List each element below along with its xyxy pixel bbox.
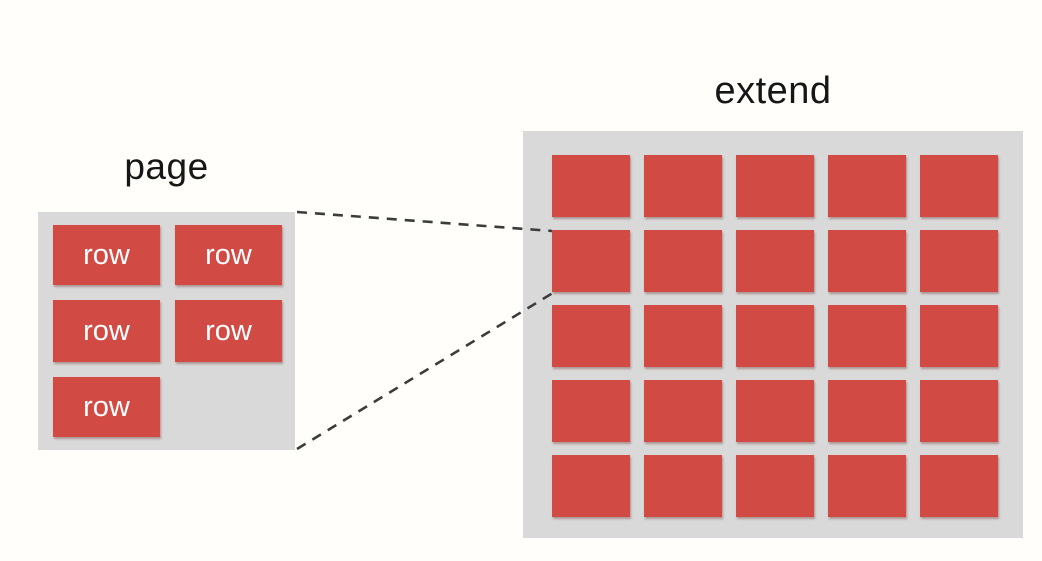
connector-line-top <box>296 210 553 233</box>
connector-line-bottom <box>296 289 557 451</box>
extend-cell <box>736 455 814 517</box>
extend-cell <box>736 155 814 217</box>
extend-cell <box>736 230 814 292</box>
extend-cell <box>828 230 906 292</box>
extend-cell <box>920 230 998 292</box>
extend-cell <box>736 380 814 442</box>
extend-cell <box>828 155 906 217</box>
extend-cell <box>644 305 722 367</box>
extend-cell <box>920 155 998 217</box>
extend-cell <box>644 155 722 217</box>
extend-cell <box>552 380 630 442</box>
extend-cell <box>644 230 722 292</box>
extend-cell <box>552 155 630 217</box>
page-row-cell: row <box>53 225 160 285</box>
extend-cell <box>552 305 630 367</box>
page-title: page <box>124 146 209 187</box>
extend-cell <box>828 305 906 367</box>
extend-cell <box>828 455 906 517</box>
extend-cell <box>644 380 722 442</box>
page-row-cell: row <box>53 377 160 437</box>
extend-cell <box>736 305 814 367</box>
page-row-cell: row <box>175 225 282 285</box>
extend-cell <box>920 455 998 517</box>
extend-cell <box>644 455 722 517</box>
extend-cell <box>828 380 906 442</box>
page-row-cell: row <box>53 300 160 362</box>
extend-title: extend <box>714 70 832 112</box>
extend-panel <box>523 131 1023 538</box>
extend-cell <box>920 305 998 367</box>
extend-cell <box>552 230 630 292</box>
extend-cell <box>552 455 630 517</box>
page-row-cell: row <box>175 300 282 362</box>
extend-cell <box>920 380 998 442</box>
